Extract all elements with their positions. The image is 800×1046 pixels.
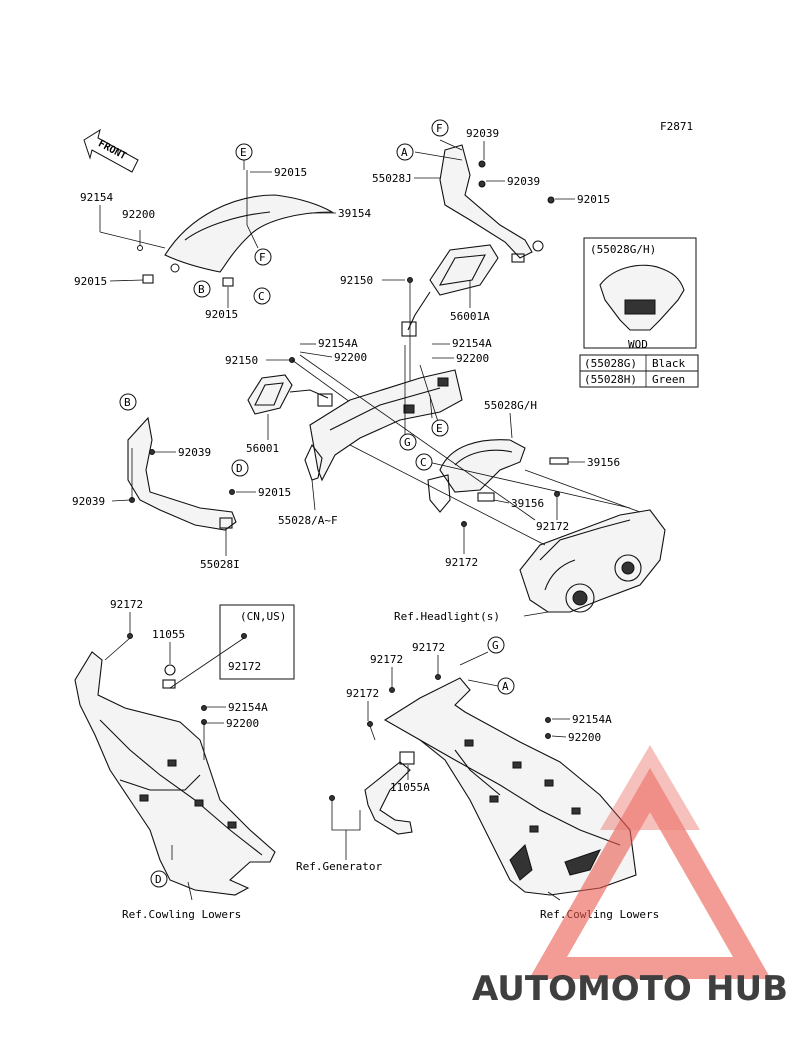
watermark-triangle-icon	[529, 767, 771, 979]
wod-row-1-color: Black	[652, 357, 685, 370]
label-92172-b: 92172	[445, 556, 478, 569]
label-92200-d: 92200	[226, 717, 259, 730]
label-92015-e: 92015	[258, 486, 291, 499]
label-ref-cowling-right: Ref.Cowling Lowers	[540, 908, 659, 921]
label-55028gh: 55028G/H	[484, 399, 537, 412]
label-92200-a: 92200	[122, 208, 155, 221]
cnus-box-title: (CN,US)	[240, 610, 286, 623]
label-92039-c: 92039	[178, 446, 211, 459]
right-side-cowl	[367, 674, 637, 896]
label-92172-c: 92172	[110, 598, 143, 611]
windshield-part	[99, 170, 335, 287]
label-92154a-a: 92154A	[318, 337, 358, 350]
label-92015-a: 92015	[274, 166, 307, 179]
callout-a6: A	[502, 680, 509, 693]
label-92039-a: 92039	[466, 127, 499, 140]
label-39156-a: 39156	[587, 456, 620, 469]
wod-variant-box: (55028G/H) WOD (55028G) Black (55028H) G…	[579, 237, 699, 388]
label-92039-b: 92039	[507, 175, 540, 188]
label-39154: 39154	[338, 207, 371, 220]
label-92015-b: 92015	[74, 275, 107, 288]
wod-row-2-color: Green	[652, 373, 685, 386]
callout-d4: D	[236, 462, 243, 475]
callout-g6: G	[492, 639, 499, 652]
label-92150-a: 92150	[340, 274, 373, 287]
callout-g3: G	[404, 436, 411, 449]
wod-caption: WOD	[628, 338, 648, 351]
callout-c3: C	[420, 456, 427, 469]
callout-e3: E	[436, 422, 443, 435]
bracket-11055a	[329, 751, 415, 860]
wod-box-title: (55028G/H)	[590, 243, 656, 256]
cnus-variant-box: (CN,US) 92172	[169, 604, 295, 689]
label-55028i: 55028I	[200, 558, 240, 571]
callout-a2: A	[401, 146, 408, 159]
label-92150-b: 92150	[225, 354, 258, 367]
cnus-box-part: 92172	[228, 660, 261, 673]
label-11055a: 11055A	[390, 781, 430, 794]
label-92039-d: 92039	[72, 495, 105, 508]
label-56001a: 56001A	[450, 310, 490, 323]
wod-row-1-code: (55028G)	[584, 357, 637, 370]
label-ref-generator: Ref.Generator	[296, 860, 382, 873]
label-39156-b: 39156	[511, 497, 544, 510]
label-11055: 11055	[152, 628, 185, 641]
left-side-cowl	[74, 633, 276, 901]
callout-circles: E F B C A F G E C B D D G A	[119, 119, 515, 888]
label-92154: 92154	[80, 191, 113, 204]
watermark-part2: HUB	[706, 969, 788, 1009]
label-56001: 56001	[246, 442, 279, 455]
callout-c1: C	[258, 290, 265, 303]
callout-f2: F	[436, 122, 443, 135]
watermark-part1: AUTOMOTO	[472, 969, 692, 1009]
wod-row-2-code: (55028H)	[584, 373, 637, 386]
label-55028j: 55028J	[372, 172, 412, 185]
front-arrow-icon: FRONT	[83, 128, 139, 173]
label-92015-c: 92015	[205, 308, 238, 321]
callout-e1: E	[240, 146, 247, 159]
label-92154a-b: 92154A	[452, 337, 492, 350]
part-labels: 92015 39154 92154 92200 92015 92015 9203…	[72, 127, 659, 921]
label-92200-c: 92200	[456, 352, 489, 365]
mirror-56001a	[401, 244, 499, 390]
mirror-56001	[247, 357, 351, 415]
bracket-55028j	[414, 139, 555, 263]
label-92154a-c: 92154A	[228, 701, 268, 714]
leader-lines	[299, 345, 641, 546]
callout-f1: F	[259, 251, 266, 264]
label-92200-b: 92200	[334, 351, 367, 364]
label-92015-d: 92015	[577, 193, 610, 206]
label-92172-f: 92172	[346, 687, 379, 700]
callout-d5: D	[155, 873, 162, 886]
callout-b4: B	[124, 396, 131, 409]
label-92172-a: 92172	[536, 520, 569, 533]
inner-cover-55028	[304, 364, 463, 511]
meter-cover-55028gh	[427, 439, 569, 527]
label-92154a-d: 92154A	[572, 713, 612, 726]
headlight-assembly	[519, 509, 666, 613]
automotohub-watermark: AUTOMOTO HUB	[472, 745, 788, 1009]
label-92172-e: 92172	[370, 653, 403, 666]
inner-trim-55028i	[127, 416, 237, 531]
label-ref-headlight: Ref.Headlight(s)	[394, 610, 500, 623]
label-55028af: 55028/A~F	[278, 514, 338, 527]
label-92200-e: 92200	[568, 731, 601, 744]
label-92172-d: 92172	[412, 641, 445, 654]
callout-b1: B	[198, 283, 205, 296]
label-ref-cowling-left: Ref.Cowling Lowers	[122, 908, 241, 921]
figure-code: F2871	[660, 120, 693, 133]
